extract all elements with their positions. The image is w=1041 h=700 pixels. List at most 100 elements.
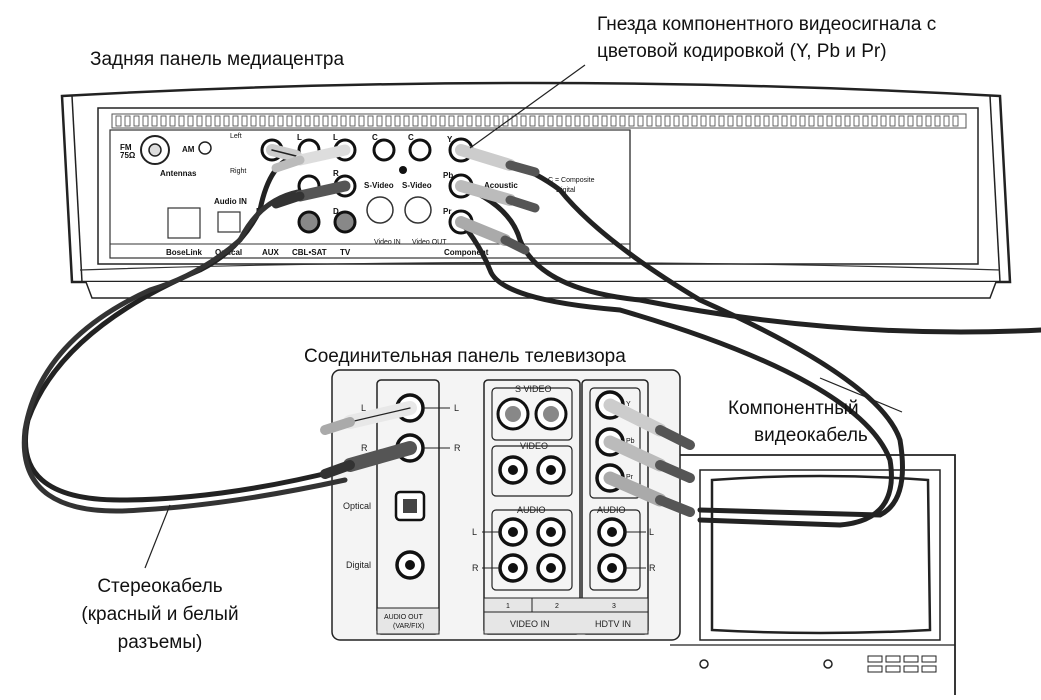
vent-slot xyxy=(421,115,428,127)
vent-slot xyxy=(745,115,752,127)
tv-optical-label: Optical xyxy=(343,501,371,511)
left-label: Left xyxy=(230,133,242,140)
tv-cable-l-label: L xyxy=(361,403,366,413)
vent-slot xyxy=(853,115,860,127)
vent-slot xyxy=(277,115,284,127)
vent-slot xyxy=(601,115,608,127)
vent-slot xyxy=(709,115,716,127)
vent-slot xyxy=(268,115,275,127)
vent-slots xyxy=(115,115,959,127)
vent-slot xyxy=(115,115,122,127)
vent-slot xyxy=(574,115,581,127)
vent-slot xyxy=(619,115,626,127)
tv-audio-label-1: AUDIO xyxy=(517,505,546,515)
tv-cable-r-label: R xyxy=(361,443,368,453)
tv-out-l-label: L xyxy=(454,403,459,413)
vent-slot xyxy=(322,115,329,127)
tv-pb-label: Pb xyxy=(626,438,635,445)
vent-slot xyxy=(295,115,302,127)
vent-slot xyxy=(682,115,689,127)
tv-audio-label-2: AUDIO xyxy=(597,505,626,515)
vent-slot xyxy=(304,115,311,127)
vent-slot xyxy=(736,115,743,127)
vent-slot xyxy=(943,115,950,127)
vent-slot xyxy=(835,115,842,127)
s-video-out-jack[interactable] xyxy=(404,196,432,224)
vent-slot xyxy=(952,115,959,127)
tv-digital-label: Digital xyxy=(346,560,371,570)
vent-slot xyxy=(916,115,923,127)
vent-slot xyxy=(376,115,383,127)
am-label: AM xyxy=(182,145,195,154)
stereo-cable-caption-line-2: (красный и белый xyxy=(81,604,239,625)
vent-slot xyxy=(241,115,248,127)
vent-slot xyxy=(637,115,644,127)
vent-slot xyxy=(448,115,455,127)
vent-slot xyxy=(790,115,797,127)
vent-slot xyxy=(763,115,770,127)
mc-l-label-2: L xyxy=(333,133,338,142)
vent-slot xyxy=(556,115,563,127)
optical-port[interactable] xyxy=(217,211,241,233)
tv-hdtv-r-label: R xyxy=(649,563,656,573)
tv-video-in-label: VIDEO IN xyxy=(510,619,550,629)
boselink-port[interactable] xyxy=(167,207,201,239)
tv-input-2-label: 2 xyxy=(555,603,559,610)
vent-slot xyxy=(826,115,833,127)
mc-l-label-1: L xyxy=(297,133,302,142)
digital-note: Digital xyxy=(556,187,576,194)
tv-set xyxy=(670,454,956,695)
s-video-in-jack[interactable] xyxy=(366,196,394,224)
mc-pr-label: Pr xyxy=(443,207,451,216)
tv-video-label: VIDEO xyxy=(520,441,548,451)
vent-slot xyxy=(232,115,239,127)
vent-slot xyxy=(862,115,869,127)
tv-y-label: Y xyxy=(626,401,631,408)
vent-slot xyxy=(484,115,491,127)
video-in-label: Video IN xyxy=(374,239,401,246)
vent-slot xyxy=(628,115,635,127)
vent-slot xyxy=(196,115,203,127)
vent-slot xyxy=(772,115,779,127)
vent-slot xyxy=(412,115,419,127)
component-video-cable xyxy=(455,144,1041,528)
component-jacks-caption-line-2: цветовой кодировкой (Y, Pb и Pr) xyxy=(597,41,887,62)
vent-slot xyxy=(565,115,572,127)
am-antenna-jack[interactable] xyxy=(198,141,212,155)
tv-input-1-label: 1 xyxy=(506,603,510,610)
tv-audio-out-label: AUDIO OUT xyxy=(384,614,424,621)
component-cable-caption-line-1: Компонентный xyxy=(728,398,859,419)
tv-hdtv-in-label: HDTV IN xyxy=(595,619,631,629)
vent-slot xyxy=(817,115,824,127)
vent-slot xyxy=(889,115,896,127)
vent-slot xyxy=(385,115,392,127)
tv-s-video-label: S VIDEO xyxy=(515,384,552,394)
vent-slot xyxy=(493,115,500,127)
vent-slot xyxy=(718,115,725,127)
mc-y-label: Y xyxy=(447,135,453,144)
leader-lines xyxy=(144,64,903,569)
tv-input-3-label: 3 xyxy=(612,603,616,610)
vent-slot xyxy=(259,115,266,127)
vent-slot xyxy=(529,115,536,127)
vent-slot xyxy=(403,115,410,127)
vent-slot xyxy=(871,115,878,127)
vent-slot xyxy=(142,115,149,127)
vent-slot xyxy=(187,115,194,127)
vent-slot xyxy=(520,115,527,127)
tv-in-r-label: R xyxy=(472,563,479,573)
cbl-sat-label: CBL•SAT xyxy=(292,248,327,257)
stereo-cable-caption-line-3: разъемы) xyxy=(117,632,203,653)
tv-label: TV xyxy=(340,248,351,257)
vent-slot xyxy=(466,115,473,127)
vent-slot xyxy=(727,115,734,127)
vent-slot xyxy=(394,115,401,127)
vent-slot xyxy=(205,115,212,127)
antennas-label: Antennas xyxy=(160,169,197,178)
vent-slot xyxy=(538,115,545,127)
vent-slot xyxy=(781,115,788,127)
component-cable-caption-line-2: видеокабель xyxy=(754,425,868,446)
vent-slot xyxy=(250,115,257,127)
vent-slot xyxy=(286,115,293,127)
vent-slot xyxy=(808,115,815,127)
